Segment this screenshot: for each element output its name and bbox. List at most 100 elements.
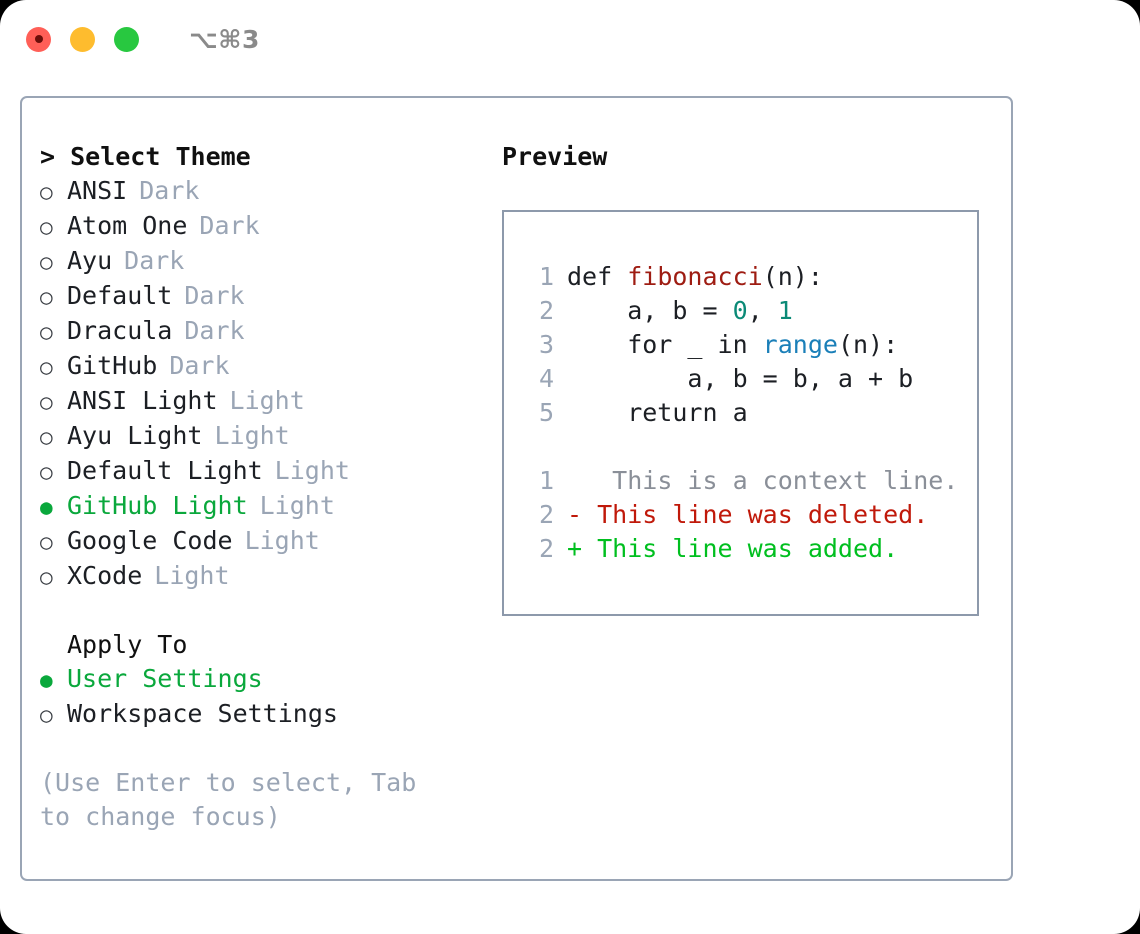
apply-to-option-label: Workspace Settings <box>67 699 338 728</box>
code-line: 4 a, b = b, a + b <box>524 362 977 396</box>
theme-option-label: XCode <box>67 561 143 590</box>
diff-line-context: 1 This is a context line. <box>524 464 977 498</box>
diff-line-number: 2 <box>538 534 554 563</box>
theme-option-tag: Dark <box>184 316 245 345</box>
code-line-number: 3 <box>538 330 554 359</box>
theme-option-label: Ayu <box>67 246 113 275</box>
list-spacer <box>40 594 484 628</box>
theme-option-tag: Light <box>154 561 230 590</box>
diff-line-sign: - <box>567 500 583 529</box>
apply-to-option-workspace-settings[interactable]: ○ Workspace Settings <box>40 697 484 732</box>
diff-line-text: This line was deleted. <box>582 500 929 529</box>
radio-selected-icon: ● <box>40 495 53 519</box>
diff-line-deleted: 2- This line was deleted. <box>524 498 977 532</box>
theme-option-label: GitHub Light <box>67 491 248 520</box>
theme-option-google-code[interactable]: ○ Google Code Light <box>40 524 484 559</box>
theme-option-label: ANSI <box>67 176 128 205</box>
close-button-icon[interactable] <box>26 26 51 52</box>
radio-unselected-icon: ○ <box>40 460 53 484</box>
code-line-text: def fibonacci(n): <box>567 260 823 294</box>
minimize-button-icon[interactable] <box>70 26 95 52</box>
theme-option-tag: Dark <box>199 211 260 240</box>
radio-unselected-icon: ○ <box>40 390 53 414</box>
theme-option-label: Dracula <box>67 316 173 345</box>
code-token-plain: (n): <box>837 330 899 359</box>
diff-line-sign: + <box>567 534 583 563</box>
code-token-plain: a, b = b, a + b <box>567 364 914 393</box>
diff-line-sign <box>567 464 582 498</box>
theme-option-label: Default Light <box>67 456 263 485</box>
code-token-num: 0 <box>732 296 748 325</box>
code-line-text: return a <box>567 396 748 430</box>
code-line: 5 return a <box>524 396 977 430</box>
radio-unselected-icon: ○ <box>40 215 53 239</box>
theme-option-tag: Light <box>259 491 335 520</box>
radio-unselected-icon: ○ <box>40 320 53 344</box>
radio-unselected-icon: ○ <box>40 285 53 309</box>
radio-unselected-icon: ○ <box>40 250 53 274</box>
theme-option-ansi[interactable]: ○ ANSI Dark <box>40 174 484 209</box>
code-line-number: 1 <box>538 262 554 291</box>
preview-heading: Preview <box>502 142 608 171</box>
code-token-num: 1 <box>777 296 793 325</box>
code-line: 3 for _ in range(n): <box>524 328 977 362</box>
code-token-plain: def <box>567 262 628 291</box>
diff-line-number: 1 <box>538 466 554 495</box>
keyboard-hint-text: (Use Enter to select, Tab to change focu… <box>40 768 417 831</box>
theme-option-label: Default <box>67 281 173 310</box>
theme-option-tag: Light <box>274 456 350 485</box>
radio-unselected-icon: ○ <box>40 355 53 379</box>
code-diff-separator <box>524 430 977 464</box>
theme-option-tag: Light <box>244 526 320 555</box>
code-line-number: 4 <box>538 364 554 393</box>
code-token-plain: (n): <box>762 262 823 291</box>
code-token-call: range <box>762 330 838 359</box>
apply-to-list[interactable]: ●User Settings ○ Workspace Settings <box>40 662 484 732</box>
maximize-button-icon[interactable] <box>114 26 139 52</box>
diff-sample-block: 1 This is a context line.2- This line wa… <box>524 464 977 566</box>
theme-option-tag: Light <box>229 386 305 415</box>
theme-option-label: Ayu Light <box>67 421 203 450</box>
radio-unselected-icon: ○ <box>40 530 53 554</box>
radio-unselected-icon: ○ <box>40 565 53 589</box>
apply-to-option-user-settings[interactable]: ●User Settings <box>40 662 484 697</box>
theme-option-label: Google Code <box>67 526 233 555</box>
select-theme-heading: > Select Theme <box>40 142 251 171</box>
radio-unselected-icon: ○ <box>40 425 53 449</box>
theme-option-tag: Light <box>214 421 290 450</box>
theme-option-ayu-light[interactable]: ○ Ayu Light Light <box>40 419 484 454</box>
theme-option-default[interactable]: ○ Default Dark <box>40 279 484 314</box>
theme-option-xcode[interactable]: ○ XCode Light <box>40 559 484 594</box>
theme-option-tag: Dark <box>184 281 245 310</box>
theme-option-github-light[interactable]: ● GitHub Light Light <box>40 489 484 524</box>
code-line-text: a, b = 0, 1 <box>567 294 793 328</box>
theme-option-ayu[interactable]: ○ Ayu Dark <box>40 244 484 279</box>
window-shortcut-label: ⌥⌘3 <box>189 24 260 54</box>
radio-unselected-icon: ○ <box>40 703 53 727</box>
diff-line-text: This line was added. <box>582 534 899 563</box>
diff-line-number: 2 <box>538 500 554 529</box>
apply-to-heading: Apply To <box>67 630 188 659</box>
theme-option-default-light[interactable]: ○ Default Light Light <box>40 454 484 489</box>
theme-option-tag: Dark <box>139 176 200 205</box>
code-line-text: for _ in range(n): <box>567 328 898 362</box>
theme-option-tag: Dark <box>124 246 185 275</box>
code-token-plain: return a <box>567 398 748 427</box>
code-token-fn: fibonacci <box>627 262 763 291</box>
traffic-light-group <box>26 26 139 52</box>
radio-unselected-icon: ○ <box>40 180 53 204</box>
code-token-plain: for _ in <box>567 330 763 359</box>
code-line: 2 a, b = 0, 1 <box>524 294 977 328</box>
code-line-number: 2 <box>538 296 554 325</box>
theme-option-dracula[interactable]: ○ Dracula Dark <box>40 314 484 349</box>
